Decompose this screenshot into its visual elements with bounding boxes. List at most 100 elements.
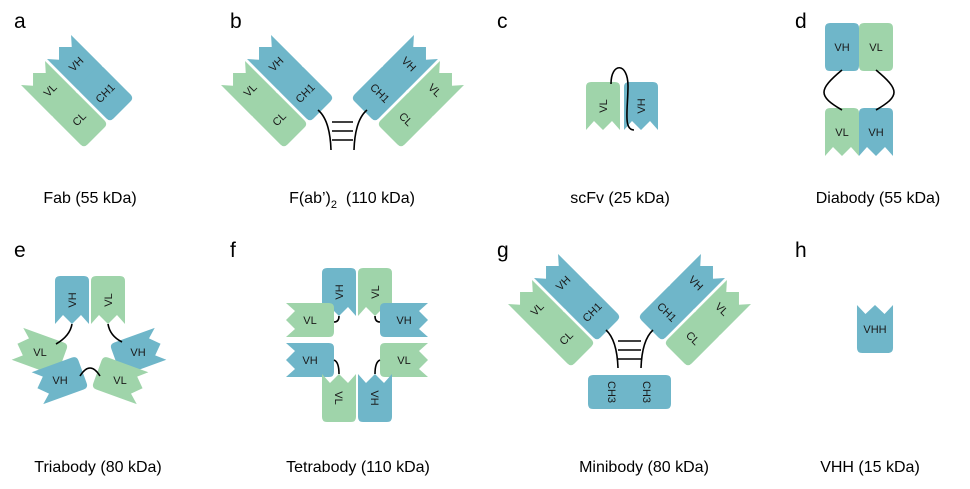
- svg-text:VL: VL: [113, 375, 126, 387]
- svg-text:VL: VL: [397, 355, 410, 367]
- svg-text:VL: VL: [598, 99, 610, 112]
- domain-vl: VL: [586, 82, 620, 130]
- caption-diabody: Diabody (55 kDa): [816, 190, 941, 207]
- svg-text:VH: VH: [334, 284, 346, 299]
- caption-tetrabody: Tetrabody (110 kDa): [286, 459, 430, 476]
- domain-ch1: CH1: [638, 283, 696, 341]
- svg-text:VL: VL: [332, 391, 344, 404]
- diabody-diagram: VH VL VL VH: [823, 23, 895, 156]
- domain-vh: VH: [247, 35, 305, 93]
- domain-ch1: CH1: [276, 64, 334, 122]
- domain-ch1: CH1: [351, 64, 409, 122]
- caption-fab: Fab (55 kDa): [43, 190, 136, 207]
- domain-vh: VH: [31, 355, 89, 405]
- domain-vl: VL: [859, 23, 893, 71]
- domain-ch1: CH1: [563, 283, 621, 341]
- svg-text:VL: VL: [33, 347, 46, 359]
- domain-vl: VL: [825, 108, 859, 156]
- domain-vh: VH: [380, 35, 438, 93]
- domain-cl: CL: [50, 90, 108, 148]
- svg-text:VH: VH: [302, 355, 317, 367]
- domain-vl: VL: [91, 276, 125, 324]
- linker: [610, 66, 635, 131]
- domain-vl: VL: [21, 61, 79, 119]
- caption-minibody: Minibody (80 kDa): [579, 459, 709, 476]
- linker: [107, 323, 123, 343]
- vhh-diagram: VHH: [856, 305, 894, 353]
- svg-text:VL: VL: [835, 127, 848, 139]
- linker: [79, 367, 101, 377]
- domain-vl: VL: [286, 303, 334, 337]
- panel-letter-f: f: [230, 239, 236, 262]
- domain-vl: VL: [91, 355, 149, 405]
- panel-letter-a: a: [14, 10, 26, 33]
- svg-text:VL: VL: [103, 293, 115, 306]
- panel-letter-g: g: [497, 239, 509, 262]
- svg-text:VH: VH: [396, 315, 411, 327]
- linker: [55, 323, 73, 345]
- tetrabody-diagram: VH VL VL VH VH VL VL VH: [286, 268, 428, 422]
- svg-text:VH: VH: [130, 347, 145, 359]
- caption-triabody: Triabody (80 kDa): [34, 459, 161, 476]
- svg-text:VH: VH: [636, 98, 648, 113]
- svg-text:CH3: CH3: [640, 381, 652, 403]
- svg-text:VL: VL: [370, 285, 382, 298]
- domain-vl: VL: [693, 280, 751, 338]
- hinge-disulfide: [317, 109, 368, 151]
- svg-text:VL: VL: [869, 42, 882, 54]
- panel-letter-h: h: [795, 239, 807, 262]
- svg-text:VH: VH: [868, 127, 883, 139]
- caption-scfv: scFv (25 kDa): [570, 190, 670, 207]
- domain-vl: VL: [221, 61, 279, 119]
- caption-vhh: VHH (15 kDa): [820, 459, 920, 476]
- svg-text:VH: VH: [67, 292, 79, 307]
- domain-cl: CL: [377, 90, 435, 148]
- domain-vh: VH: [624, 82, 658, 130]
- triabody-diagram: VH VL VL VH VH VL: [11, 276, 167, 405]
- fab-diagram: VH CH1 VL CL: [21, 35, 134, 148]
- domain-vh: VH: [358, 374, 392, 422]
- domain-vh: VH: [55, 276, 89, 324]
- domain-cl: CL: [250, 90, 308, 148]
- domain-vh: VH: [667, 254, 725, 312]
- domain-vl: VL: [406, 61, 464, 119]
- domain-ch3: CH3: [623, 375, 671, 409]
- linker: [823, 69, 843, 111]
- linker: [333, 315, 340, 323]
- domain-cl: CL: [664, 309, 722, 367]
- domain-vh: VH: [859, 108, 893, 156]
- minibody-diagram: VH CH1 VL CL VH CH1 VL CL CH3 CH3: [508, 254, 751, 409]
- domain-vh: VH: [534, 254, 592, 312]
- linker: [374, 359, 381, 375]
- domain-vhh-label: VHH: [863, 324, 886, 336]
- domain-cl: CL: [537, 309, 595, 367]
- domain-vh: VH: [286, 343, 334, 377]
- svg-text:VL: VL: [303, 315, 316, 327]
- linker: [374, 315, 381, 323]
- svg-text:VH: VH: [52, 375, 67, 387]
- panel-letter-b: b: [230, 10, 242, 33]
- linker: [333, 359, 340, 375]
- hinge-disulfide: [605, 329, 654, 369]
- domain-vh: VH: [380, 303, 428, 337]
- fab2-diagram: VH CH1 VL CL VH CH1 VL CL: [221, 35, 464, 151]
- domain-vh: VH: [825, 23, 859, 71]
- domain-vh: VH: [109, 327, 167, 377]
- panel-letter-e: e: [14, 239, 26, 262]
- svg-text:CH3: CH3: [605, 381, 617, 403]
- domain-vl: VL: [322, 374, 356, 422]
- panel-letter-d: d: [795, 10, 807, 33]
- domain-vh: VH: [322, 268, 356, 316]
- panel-letter-c: c: [497, 10, 508, 33]
- domain-vl: VL: [11, 327, 69, 377]
- domain-vl: VL: [380, 343, 428, 377]
- domain-vl: VL: [508, 280, 566, 338]
- domain-ch1: CH1: [76, 64, 134, 122]
- caption-fab2: F(ab’)2 (110 kDa): [289, 190, 415, 211]
- scfv-diagram: VL VH: [586, 66, 658, 131]
- domain-vl: VL: [358, 268, 392, 316]
- linker: [875, 69, 895, 111]
- svg-text:VH: VH: [368, 390, 380, 405]
- domain-vh: VH: [47, 35, 105, 93]
